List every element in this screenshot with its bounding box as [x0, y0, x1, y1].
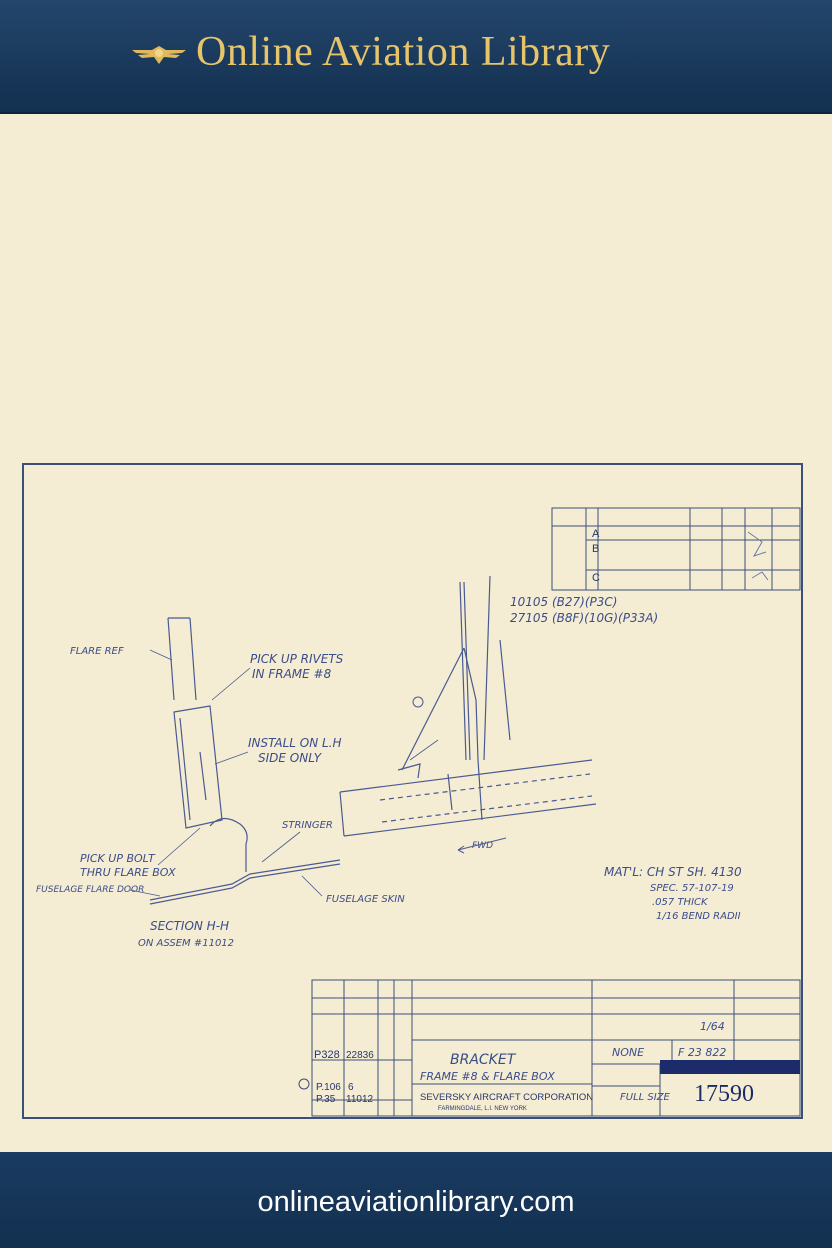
section-ref-label: ON ASSEM #11012 — [138, 938, 234, 949]
forward-label: FWD — [472, 841, 493, 851]
leader-lines — [129, 649, 439, 897]
install-label: SIDE ONLY — [258, 751, 323, 765]
material-note: SPEC. 57-107-19 — [650, 883, 734, 894]
part-number: P.35 — [316, 1094, 336, 1105]
scale-value: 1/64 — [700, 1020, 725, 1033]
pickup-bolt-label: PICK UP BOLT — [80, 852, 156, 865]
material-note: .057 THICK — [652, 897, 709, 908]
blueprint-paper — [0, 114, 832, 1152]
drawing-sheet — [22, 463, 803, 1119]
company-location: FARMINGDALE, L.I. NEW YORK — [438, 1106, 527, 1112]
stringer-label: STRINGER — [282, 820, 333, 831]
site-footer: onlineaviationlibrary.com — [0, 1152, 832, 1248]
site-header: Online Aviation Library — [0, 0, 832, 114]
title-block-bar — [660, 1060, 800, 1074]
wings-logo-icon — [132, 46, 186, 64]
revision-letter: A — [592, 528, 600, 540]
title-block — [311, 979, 801, 1117]
part-number: P.106 — [316, 1082, 341, 1093]
size-value: FULL SIZE — [620, 1092, 671, 1103]
footer-url-link[interactable]: onlineaviationlibrary.com — [257, 1186, 575, 1218]
fuselage-flare-label: FUSELAGE FLARE DOOR — [36, 885, 144, 895]
forward-arrow-icon — [457, 837, 507, 854]
fuselage-skin-lines — [149, 859, 341, 905]
reference-number: F 23 822 — [678, 1046, 726, 1059]
drawing-subtitle: FRAME #8 & FLARE BOX — [420, 1070, 555, 1083]
material-note: MAT'L: CH ST SH. 4130 — [604, 865, 742, 879]
revision-table — [551, 507, 801, 591]
reference-callout: 27105 (B8F)(10G)(P33A) — [510, 611, 658, 625]
part-ref: 11012 — [346, 1094, 374, 1105]
finish-value: NONE — [612, 1046, 644, 1059]
stringer-assembly — [339, 575, 597, 837]
bracket-part — [167, 617, 248, 872]
drawing-title: BRACKET — [450, 1052, 517, 1068]
pickup-rivets-label: PICK UP RIVETS — [250, 652, 344, 666]
material-note: 1/16 BEND RADII — [656, 911, 741, 922]
part-ref: 6 — [348, 1082, 354, 1093]
detail-marker-icon — [298, 1078, 310, 1090]
revision-letter: B — [592, 543, 599, 555]
install-label: INSTALL ON L.H — [248, 736, 342, 750]
revision-check-mark — [751, 571, 769, 581]
drawing-number: 17590 — [694, 1081, 754, 1107]
pickup-rivets-label: IN FRAME #8 — [252, 667, 332, 681]
part-number: 22836 — [346, 1050, 374, 1061]
pickup-bolt-label: THRU FLARE BOX — [80, 866, 176, 879]
revision-check-mark — [747, 531, 767, 557]
fuselage-skin-label: FUSELAGE SKIN — [326, 894, 405, 905]
part-number: P328 — [314, 1049, 340, 1061]
site-title[interactable]: Online Aviation Library — [196, 29, 611, 75]
revision-letter: C — [592, 572, 600, 584]
reference-callout: 10105 (B27)(P3C) — [510, 595, 617, 609]
company-name: SEVERSKY AIRCRAFT CORPORATION — [420, 1092, 593, 1103]
section-label: SECTION H-H — [150, 919, 229, 933]
detail-marker-icon — [412, 696, 424, 708]
flare-ref-label: FLARE REF — [70, 646, 124, 657]
